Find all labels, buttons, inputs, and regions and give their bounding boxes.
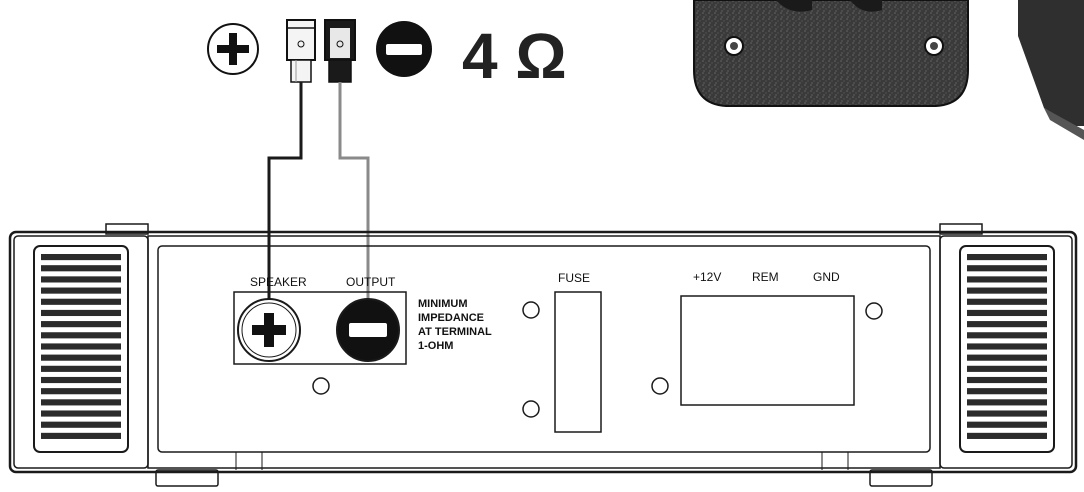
positive-terminal[interactable] <box>237 298 301 362</box>
grille-slat <box>41 376 121 384</box>
grille-slat <box>41 343 121 350</box>
grille-slat <box>41 287 121 294</box>
terminal-block <box>233 291 407 365</box>
grille-slat <box>967 410 1047 417</box>
plus-symbol <box>207 23 259 75</box>
impedance-note: MINIMUM IMPEDANCE AT TERMINAL 1-OHM <box>418 298 492 352</box>
wires <box>267 82 370 330</box>
speaker-output-terminal: SPEAKER OUTPUT <box>233 275 407 395</box>
grille-slat <box>967 332 1047 339</box>
grille-slat <box>41 309 121 317</box>
power-label-gnd: GND <box>813 270 840 284</box>
grille-slat <box>967 276 1047 283</box>
grille-slat <box>967 432 1047 439</box>
grille-slat <box>967 421 1047 428</box>
grille-slat <box>41 332 121 339</box>
speaker-label: SPEAKER <box>250 275 307 289</box>
grille-slat <box>967 399 1047 406</box>
negative-wire <box>338 82 370 330</box>
grille-slat <box>41 421 121 428</box>
grille-slat <box>967 265 1047 272</box>
grille-slat <box>967 309 1047 317</box>
positive-wire-connector <box>286 19 316 83</box>
mounting-hole <box>312 377 330 395</box>
impedance-note-line-2: IMPEDANCE <box>418 312 484 324</box>
amplifier-body <box>8 223 1078 487</box>
grille-slat <box>41 388 121 395</box>
grille-slat <box>967 365 1047 372</box>
grille-slat <box>41 432 121 439</box>
speaker-terminal-cup <box>693 0 969 107</box>
grille-slat <box>41 354 121 361</box>
fuse-holder: FUSE <box>522 271 602 433</box>
power-terminal-block[interactable] <box>680 295 855 406</box>
grille-slat <box>967 287 1047 294</box>
minus-symbol <box>376 21 432 77</box>
fuse-label: FUSE <box>558 271 590 285</box>
grille-slat <box>967 376 1047 384</box>
fuse-screw-top <box>522 301 540 319</box>
power-label-rem: REM <box>752 270 779 284</box>
grille-slat <box>967 254 1047 261</box>
negative-wire-connector <box>324 19 356 83</box>
negative-terminal[interactable] <box>336 298 400 362</box>
impedance-note-line-1: MINIMUM <box>418 298 468 310</box>
power-screw-left <box>651 377 669 395</box>
grille-slat <box>41 410 121 417</box>
grille-slat <box>41 276 121 283</box>
power-screw-right <box>865 302 883 320</box>
power-label-12v: +12V <box>693 270 721 284</box>
grille-slat <box>967 354 1047 361</box>
power-terminal: +12V REM GND <box>651 270 883 406</box>
speaker-enclosure-edge <box>1018 0 1084 140</box>
impedance-label: 4 Ω <box>462 20 567 92</box>
speaker-wire-connectors <box>286 19 356 83</box>
right-heatsink-grille <box>959 245 1055 453</box>
grille-slat <box>41 254 121 261</box>
impedance-note-line-4: 1-OHM <box>418 340 453 352</box>
grille-slat <box>41 365 121 372</box>
grille-slat <box>41 321 121 328</box>
left-heatsink-grille <box>33 245 129 453</box>
grille-slat <box>967 343 1047 350</box>
fuse-screw-bottom <box>522 400 540 418</box>
grille-slat <box>41 399 121 406</box>
impedance-note-line-3: AT TERMINAL <box>418 326 492 338</box>
terminal-minus-icon <box>349 323 387 337</box>
grille-slat <box>41 298 121 305</box>
positive-wire <box>267 82 303 330</box>
grille-slat <box>967 298 1047 305</box>
grille-slat <box>41 265 121 272</box>
grille-slat <box>967 388 1047 395</box>
output-label: OUTPUT <box>346 275 396 289</box>
fuse-slot[interactable] <box>554 291 602 433</box>
grille-slat <box>967 321 1047 328</box>
